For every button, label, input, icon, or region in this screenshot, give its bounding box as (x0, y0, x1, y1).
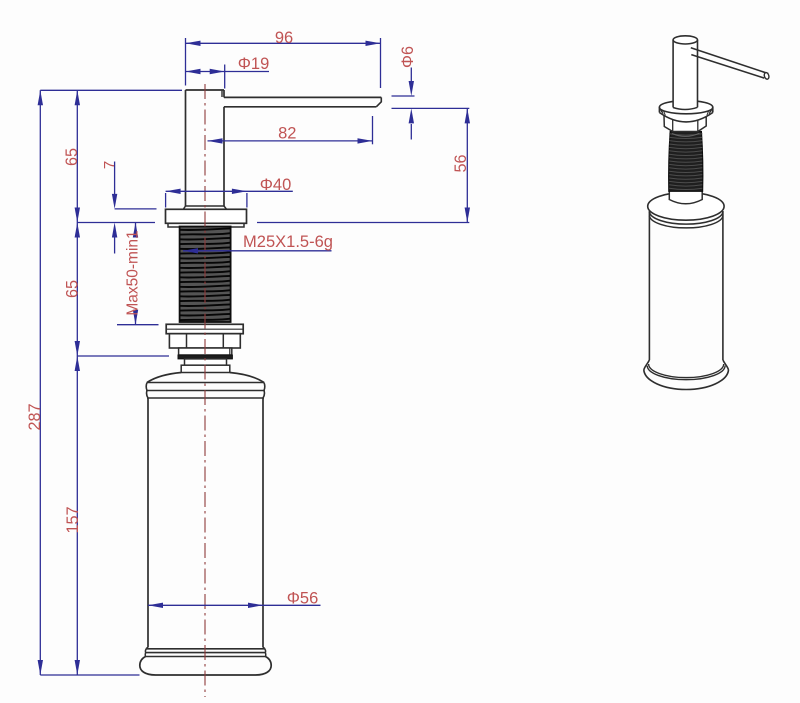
svg-text:65: 65 (64, 280, 82, 298)
svg-text:157: 157 (64, 506, 82, 533)
svg-text:65: 65 (63, 148, 81, 166)
svg-text:96: 96 (275, 29, 293, 47)
svg-text:56: 56 (452, 154, 470, 172)
svg-text:7: 7 (101, 161, 118, 169)
svg-text:M25X1.5-6g: M25X1.5-6g (243, 233, 333, 251)
svg-text:Φ56: Φ56 (287, 590, 319, 608)
svg-text:82: 82 (278, 125, 296, 143)
svg-text:287: 287 (26, 403, 44, 430)
svg-text:Max50-min1: Max50-min1 (125, 230, 142, 315)
svg-text:Φ40: Φ40 (260, 176, 292, 194)
svg-text:Φ19: Φ19 (238, 55, 270, 73)
svg-text:Φ6: Φ6 (399, 46, 417, 68)
